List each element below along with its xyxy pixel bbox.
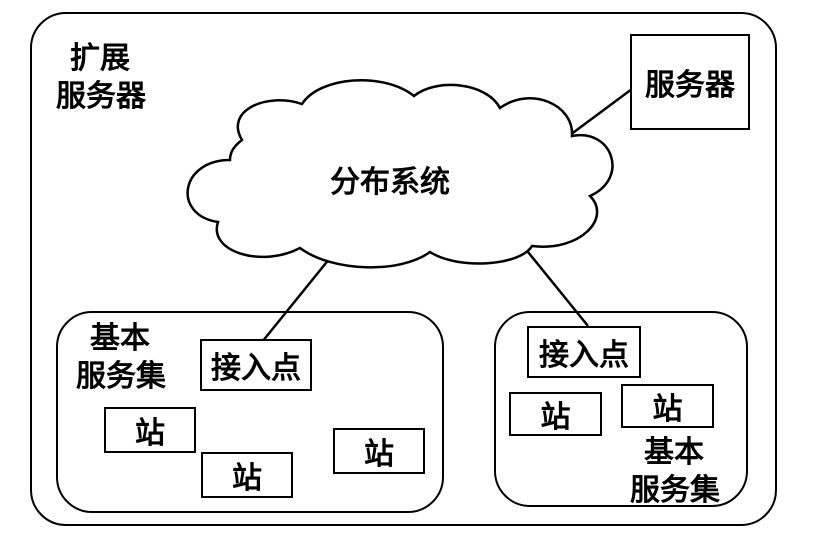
bss-left-frame — [56, 311, 444, 513]
ess-label-line1: 扩展 — [70, 41, 130, 76]
ess-label-line2: 服务器 — [56, 79, 146, 114]
bss-right-frame — [494, 311, 748, 507]
bss-left-station-1-label: 站 — [135, 416, 165, 451]
bss-left-label-line1: 基本 — [90, 321, 150, 356]
bss-left-station-3: 站 — [333, 428, 425, 474]
cloud-label: 分布系统 — [330, 165, 450, 200]
bss-left-label-line2: 服务集 — [76, 359, 166, 394]
bss-right-station-2-label: 站 — [652, 392, 683, 427]
ess-frame — [30, 12, 777, 526]
bss-left-station-2: 站 — [201, 452, 293, 498]
link-cloud-ap-left — [261, 257, 331, 343]
link-cloud-ap-right — [527, 251, 589, 327]
bss-left-access-point: 接入点 — [200, 339, 312, 391]
bss-left-station-3-label: 站 — [364, 437, 394, 472]
bss-right-access-point-label: 接入点 — [539, 338, 629, 373]
bss-left-station-2-label: 站 — [232, 461, 262, 496]
bss-right-label-line1: 基本 — [644, 435, 704, 470]
bss-right-station-2: 站 — [621, 384, 714, 428]
bss-right-station-1-label: 站 — [540, 400, 571, 435]
server-label: 服务器 — [645, 68, 735, 103]
distribution-system-cloud — [186, 79, 614, 269]
bss-right-station-1: 站 — [509, 392, 602, 436]
bss-left-station-1: 站 — [104, 407, 196, 453]
bss-right-label-line2: 服务集 — [630, 473, 720, 508]
bss-left-access-point-label: 接入点 — [211, 351, 301, 386]
server-box: 服务器 — [630, 34, 750, 130]
bss-right-access-point: 接入点 — [527, 326, 641, 378]
link-cloud-server — [565, 84, 637, 140]
